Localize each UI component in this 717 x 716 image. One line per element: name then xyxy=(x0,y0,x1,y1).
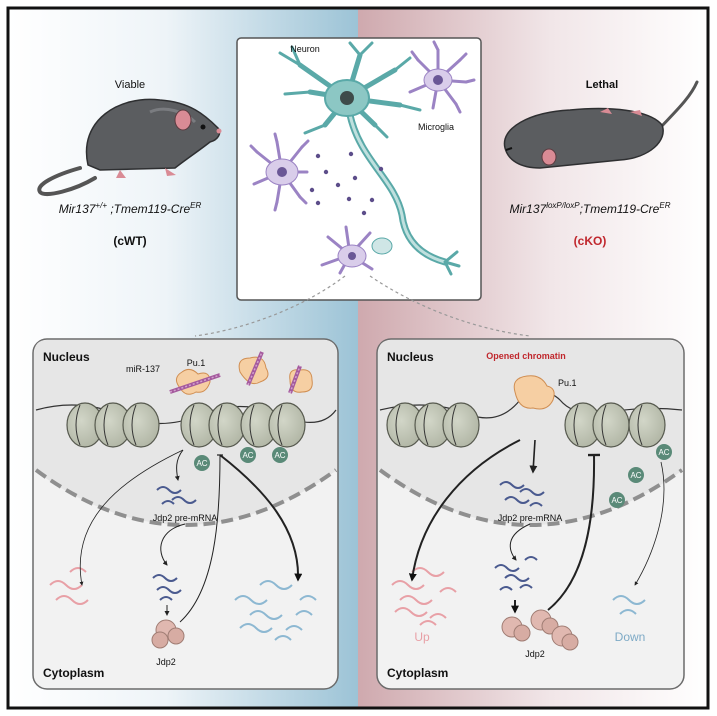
right-group-label: (cKO) xyxy=(574,234,607,248)
right-viability-label: Lethal xyxy=(586,79,618,91)
right-opened-chromatin-label: Opened chromatin xyxy=(486,351,566,361)
microglia-bottom-nucleus xyxy=(348,252,356,260)
right-genotype-gene-sup: loxP/loxP xyxy=(546,201,580,210)
left-jdp2-protein xyxy=(151,619,185,649)
left-genotype-cre-sup: ER xyxy=(190,201,201,210)
microglia-cells: Microglia xyxy=(249,40,476,275)
neuron-label: Neuron xyxy=(290,44,320,54)
left-pu1-label: Pu.1 xyxy=(187,358,206,368)
svg-text:AC: AC xyxy=(196,459,207,468)
right-jdp2-label: Jdp2 xyxy=(525,649,545,659)
right-nucleosomes xyxy=(386,402,666,448)
svg-text:AC: AC xyxy=(274,451,285,460)
right-down-label: Down xyxy=(615,630,646,644)
left-viability-label: Viable xyxy=(115,79,145,91)
right-pu1-label: Pu.1 xyxy=(558,378,577,388)
svg-text:AC: AC xyxy=(630,471,641,480)
left-genotype: Mir137+/+ ;Tmem119-CreER xyxy=(59,201,202,216)
left-mrna-blue-group xyxy=(234,580,317,641)
neuron-nucleus xyxy=(340,91,354,105)
left-mrna-red-group xyxy=(49,567,89,605)
right-cell-panel: Nucleus Opened chromatin Cytoplasm Pu.1 … xyxy=(376,338,685,690)
right-ac-marks: AC AC AC xyxy=(609,444,672,508)
right-mrna-down-group xyxy=(612,595,646,615)
left-pre-mrna-label: Jdp2 pre-mRNA xyxy=(153,513,218,523)
left-pre-mrna xyxy=(156,486,197,505)
right-pre-mrna-label: Jdp2 pre-mRNA xyxy=(498,513,563,523)
lethal-mouse-illustration xyxy=(503,80,699,169)
left-group-label: (cWT) xyxy=(113,234,146,248)
svg-text:AC: AC xyxy=(658,448,669,457)
right-pre-mrna xyxy=(499,481,545,507)
left-cell-panel: Nucleus Cytoplasm AC AC AC Pu.1 miR xyxy=(32,338,339,690)
brain-cell-panel xyxy=(236,37,482,301)
microglia-left-nucleus xyxy=(277,167,287,177)
left-cytoplasm-label: Cytoplasm xyxy=(43,666,104,680)
left-pu1-proteins xyxy=(169,351,313,395)
left-mir137-label: miR-137 xyxy=(126,364,160,374)
right-genotype: Mir137loxP/loxP;Tmem119-CreER xyxy=(510,201,671,216)
right-genotype-cre-sup: ER xyxy=(659,201,670,210)
right-cytoplasm-label: Cytoplasm xyxy=(387,666,448,680)
svg-text:AC: AC xyxy=(611,496,622,505)
microglia-top-right-nucleus xyxy=(433,75,443,85)
left-nucleus-label: Nucleus xyxy=(43,350,90,364)
phagocytosed-cell xyxy=(371,237,393,255)
left-arrows xyxy=(79,449,303,623)
left-genotype-gene-sup: +/+ xyxy=(95,201,107,210)
left-zoom-line xyxy=(194,275,346,337)
right-genotype-gene: Mir137 xyxy=(510,202,548,216)
right-mrna-up-group xyxy=(391,567,457,626)
mirna-dots xyxy=(309,151,384,216)
right-pu1-protein xyxy=(513,375,555,410)
neuron-illustration xyxy=(278,41,461,276)
right-mrna-center xyxy=(494,556,538,591)
right-up-label: Up xyxy=(414,630,430,644)
left-nucleosomes xyxy=(66,402,306,448)
right-nucleus-label: Nucleus xyxy=(387,350,434,364)
left-genotype-cre: ;Tmem119-Cre xyxy=(107,202,190,216)
left-ac-marks: AC AC AC xyxy=(194,447,288,471)
right-jdp2-proteins xyxy=(501,609,579,651)
left-jdp2-label: Jdp2 xyxy=(156,657,176,667)
svg-text:AC: AC xyxy=(242,451,253,460)
left-mrna-center xyxy=(152,574,182,601)
right-arrows xyxy=(408,439,665,614)
microglia-label: Microglia xyxy=(418,122,454,132)
left-genotype-gene: Mir137 xyxy=(59,202,97,216)
microglia-bottom xyxy=(320,225,374,275)
right-genotype-cre: ;Tmem119-Cre xyxy=(580,202,660,216)
viable-mouse-illustration xyxy=(37,98,222,197)
